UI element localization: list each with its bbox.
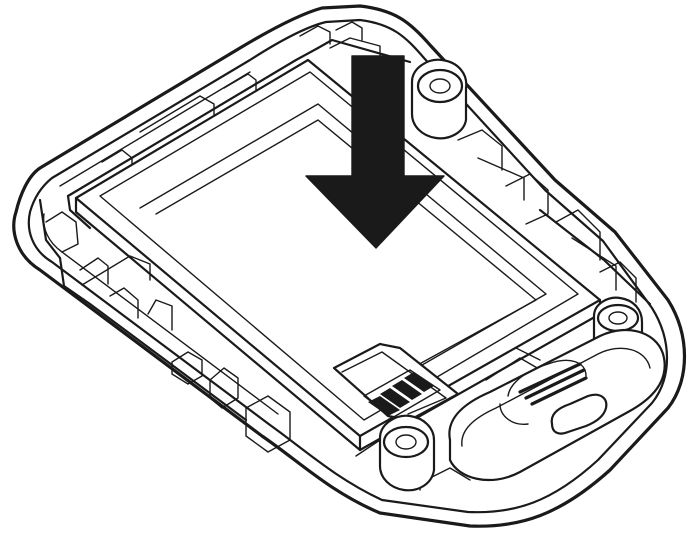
cover-latch <box>448 328 666 481</box>
battery-connector <box>332 342 460 422</box>
screw-post-top <box>410 58 468 140</box>
down-arrow-icon <box>305 55 445 249</box>
battery-connector-icon <box>363 369 441 419</box>
screw-post-bottom <box>378 414 436 492</box>
